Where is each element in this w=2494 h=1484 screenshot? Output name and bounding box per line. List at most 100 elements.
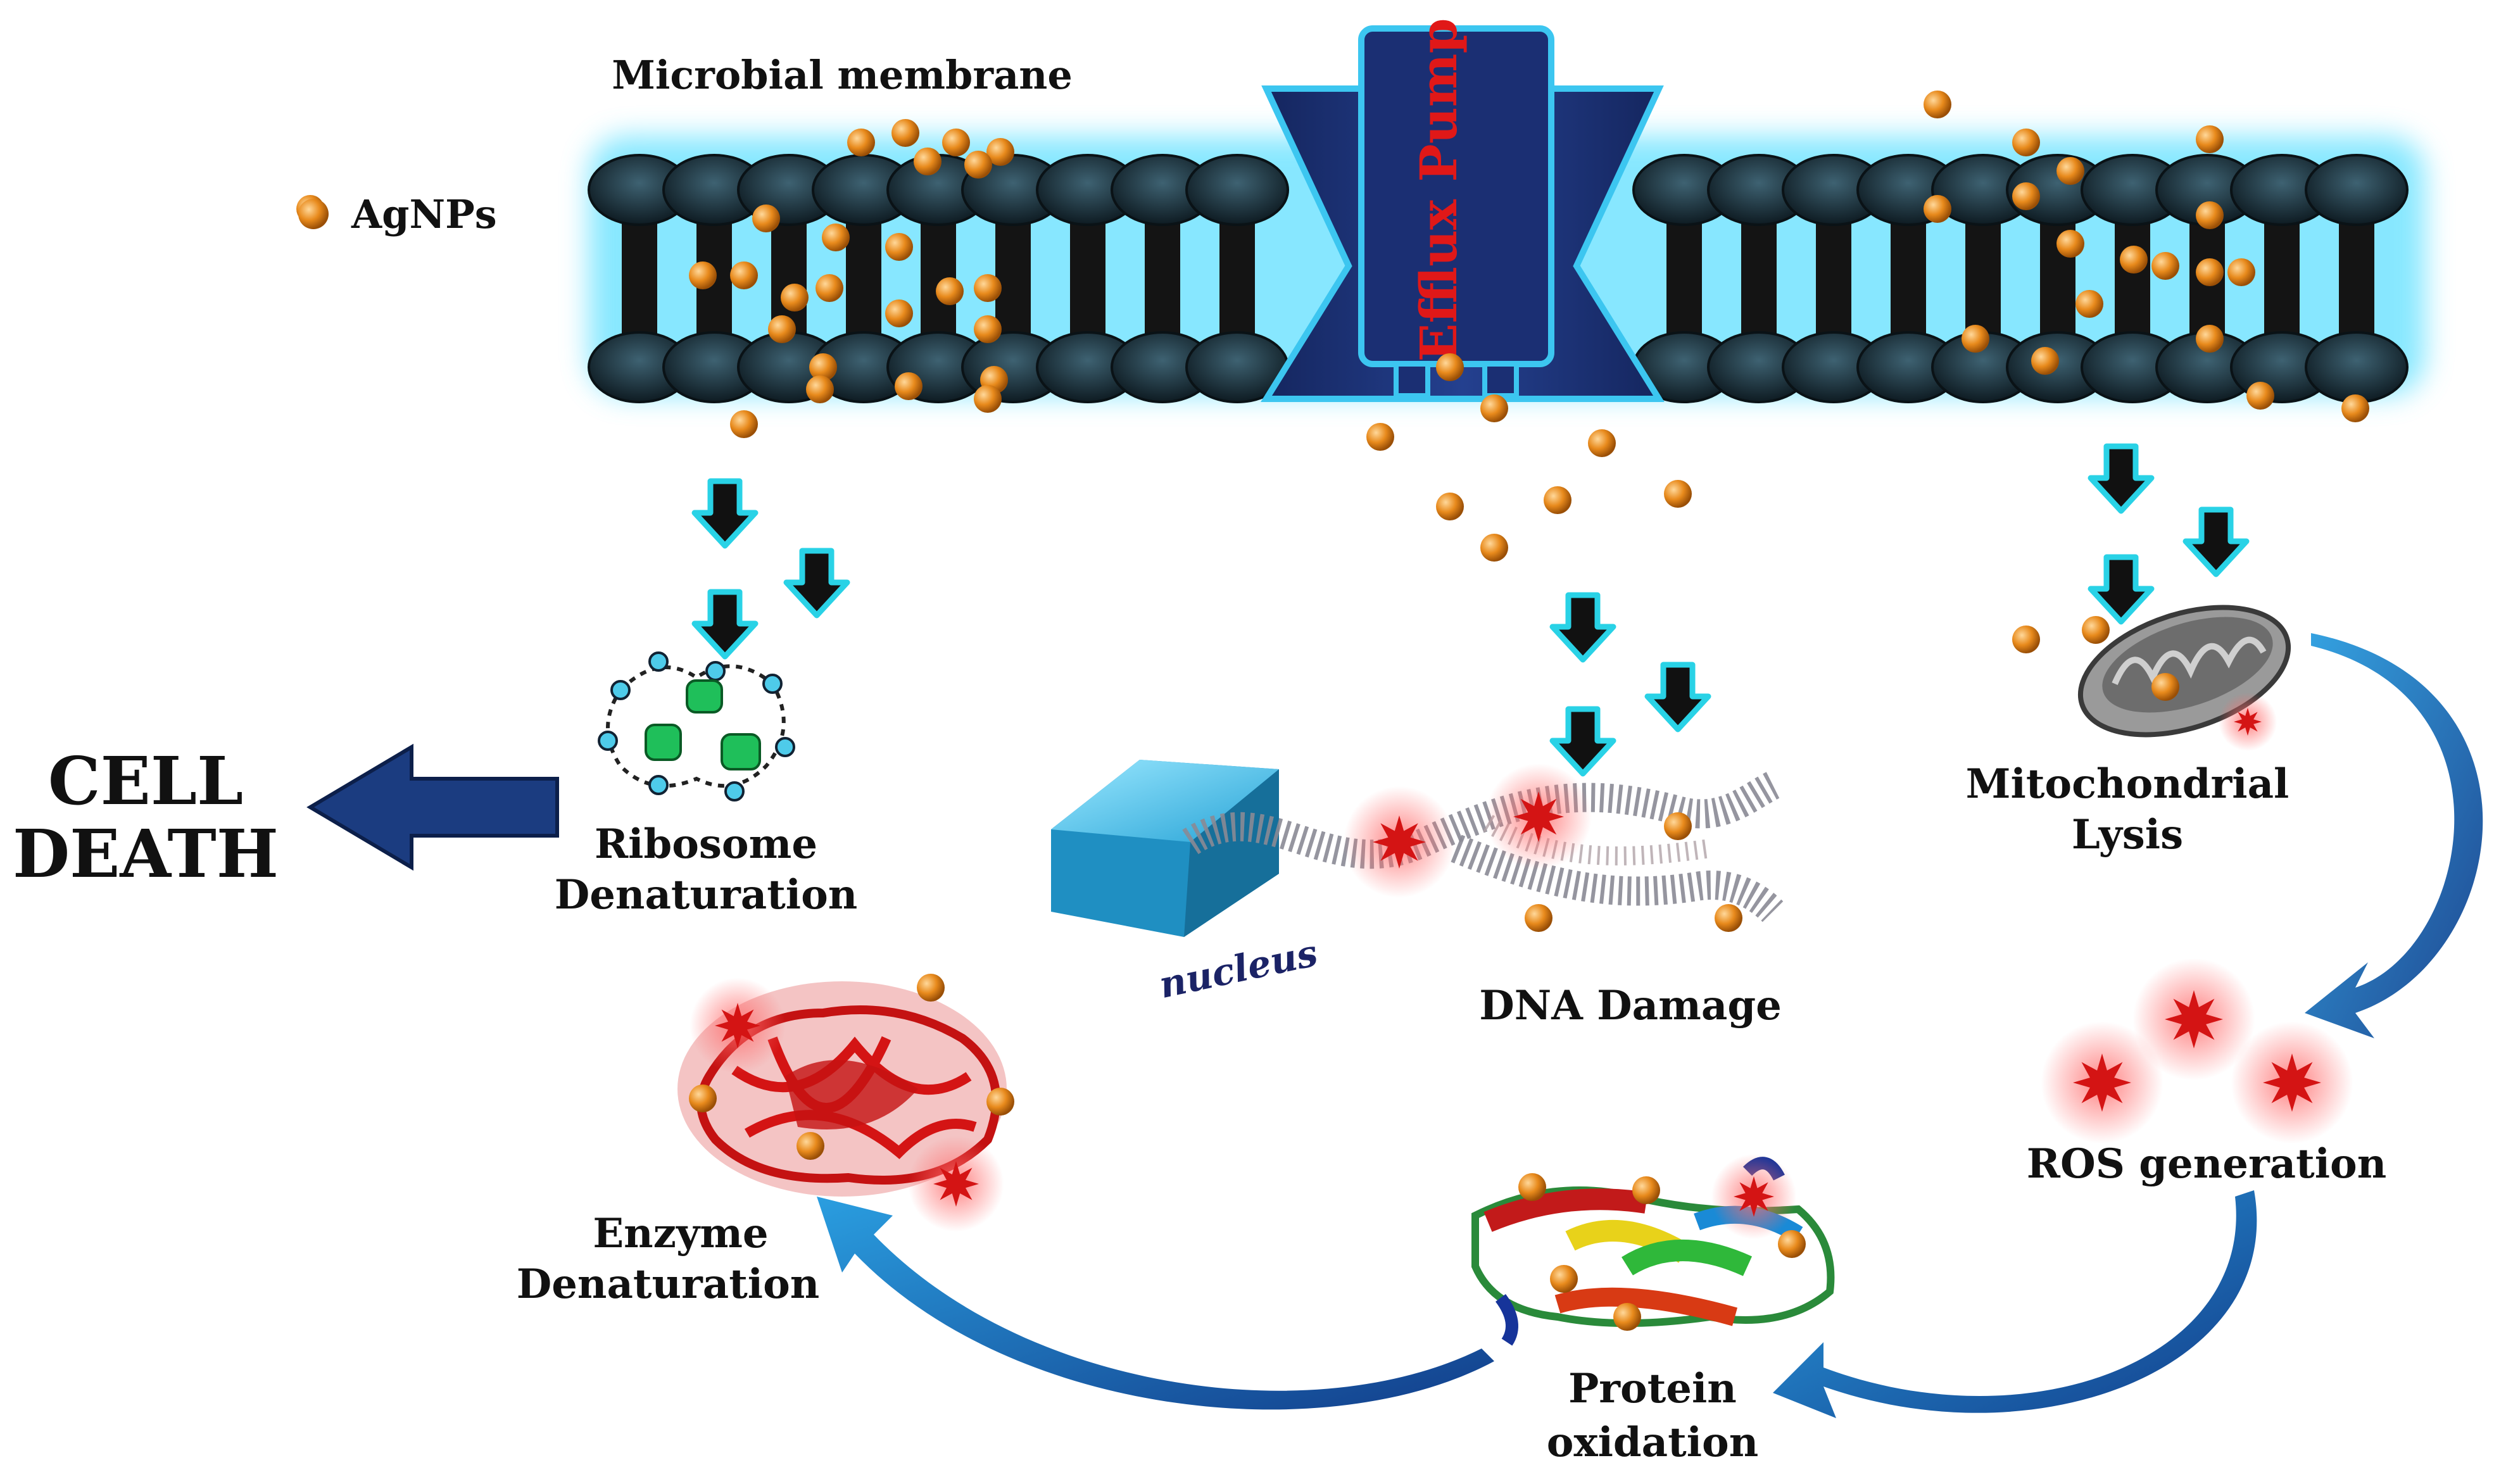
nanoparticle (2246, 382, 2274, 410)
nanoparticle (689, 261, 717, 289)
lipid-head (2305, 331, 2409, 403)
microbial-membrane (588, 136, 2425, 403)
mito-label-line1: Mitochondrial (1966, 760, 2289, 808)
down-arrow (2088, 443, 2155, 514)
nanoparticle (2082, 616, 2110, 644)
nanoparticle (1518, 1173, 1546, 1201)
lipid-head (1185, 154, 1289, 226)
nanoparticle (1778, 1230, 1806, 1258)
nanoparticle (2012, 182, 2040, 210)
nanoparticle (2120, 246, 2148, 274)
nanoparticle (1525, 904, 1552, 932)
efflux-pump-label: Efflux Pump (1409, 18, 1468, 362)
nanoparticle (847, 129, 875, 156)
ros-star (2073, 1053, 2131, 1112)
nanoparticle (1632, 1176, 1660, 1204)
nanoparticle (1613, 1303, 1641, 1331)
down-arrow (1644, 662, 1711, 733)
nanoparticle (2196, 258, 2224, 286)
nanoparticle (2031, 347, 2059, 375)
down-arrow (1549, 706, 1616, 777)
nanoparticle (2227, 258, 2255, 286)
nanoparticle (1436, 493, 1464, 520)
ribosome-label-line1: Ribosome (595, 821, 817, 868)
nanoparticle (2151, 673, 2179, 701)
protein-label-line2: oxidation (1547, 1419, 1758, 1466)
nanoparticle (1366, 423, 1394, 451)
nanoparticle (797, 1132, 824, 1160)
nucleus-label: nucleus (1156, 931, 1321, 1007)
nanoparticle (809, 353, 837, 381)
nanoparticle (1962, 325, 1989, 353)
nanoparticle (1924, 195, 1951, 223)
nanoparticle (1664, 480, 1692, 508)
enzyme-label-line2: Denaturation (517, 1261, 820, 1308)
down-arrow (691, 478, 759, 549)
nanoparticle (730, 261, 758, 289)
nanoparticle (2196, 201, 2224, 229)
nanoparticle (891, 119, 919, 147)
nanoparticle (2056, 157, 2084, 185)
down-arrow (1549, 592, 1616, 663)
nanoparticle (974, 385, 1002, 413)
nanoparticle (2196, 325, 2224, 353)
nanoparticle (1550, 1265, 1578, 1293)
nucleus-icon (1051, 760, 1279, 937)
ribosome-label-line2: Denaturation (555, 871, 858, 919)
nanoparticle (1480, 534, 1508, 562)
silver-nanoparticles (296, 91, 2369, 1331)
nanoparticle (885, 299, 913, 327)
down-arrows (691, 443, 2250, 777)
ros-star (1373, 815, 1426, 869)
nanoparticle (2012, 129, 2040, 156)
nanoparticle (2056, 230, 2084, 258)
nanoparticle (885, 233, 913, 261)
nanoparticle (1715, 904, 1742, 932)
nanoparticle (2012, 626, 2040, 653)
down-arrow (2088, 554, 2155, 625)
agnps-legend-icon (298, 199, 329, 229)
nanoparticle (942, 129, 970, 156)
mito-label-line2: Lysis (2072, 811, 2183, 858)
ros-star (715, 1003, 760, 1048)
nanoparticle (730, 410, 758, 438)
cell-death-label-line1: CELL (48, 742, 243, 820)
protein-label-line1: Protein (1568, 1365, 1737, 1412)
nanoparticle (917, 974, 945, 1002)
ribosome-icon (598, 651, 795, 802)
ros-star (1734, 1176, 1774, 1217)
nanoparticle (1436, 353, 1464, 381)
ros-label: ROS generation (2027, 1140, 2386, 1188)
cell-death-arrow (306, 743, 559, 871)
nanoparticle (2151, 252, 2179, 280)
nanoparticle (2196, 125, 2224, 153)
nanoparticle (986, 1088, 1014, 1116)
nanoparticle (822, 223, 850, 251)
nanoparticle (781, 284, 809, 311)
nanoparticle (1924, 91, 1951, 118)
nanoparticle (914, 148, 942, 175)
ros-star (2165, 990, 2223, 1048)
nanoparticle (752, 204, 780, 232)
agnps-legend-label: AgNPs (351, 191, 497, 237)
efflux-pump: Efflux Pump (1261, 18, 1665, 402)
nanoparticle (768, 315, 796, 343)
ros-star (933, 1161, 979, 1207)
enzyme-label-line1: Enzyme (593, 1210, 768, 1257)
ros-star (2234, 708, 2262, 736)
nanoparticle (964, 151, 992, 179)
membrane-label: Microbial membrane (612, 52, 1073, 98)
nanoparticle (689, 1085, 717, 1112)
nanoparticle (816, 274, 843, 302)
ros-star (2263, 1053, 2321, 1112)
nanoparticle (2341, 394, 2369, 422)
nanoparticle (986, 138, 1014, 166)
ros-stars (690, 692, 2353, 1240)
nanoparticle (806, 375, 834, 403)
nanoparticle (974, 274, 1002, 302)
nanoparticle (936, 277, 964, 305)
nanoparticle (1588, 429, 1616, 457)
down-arrow (783, 548, 850, 619)
cycle-arrows (817, 633, 2483, 1418)
